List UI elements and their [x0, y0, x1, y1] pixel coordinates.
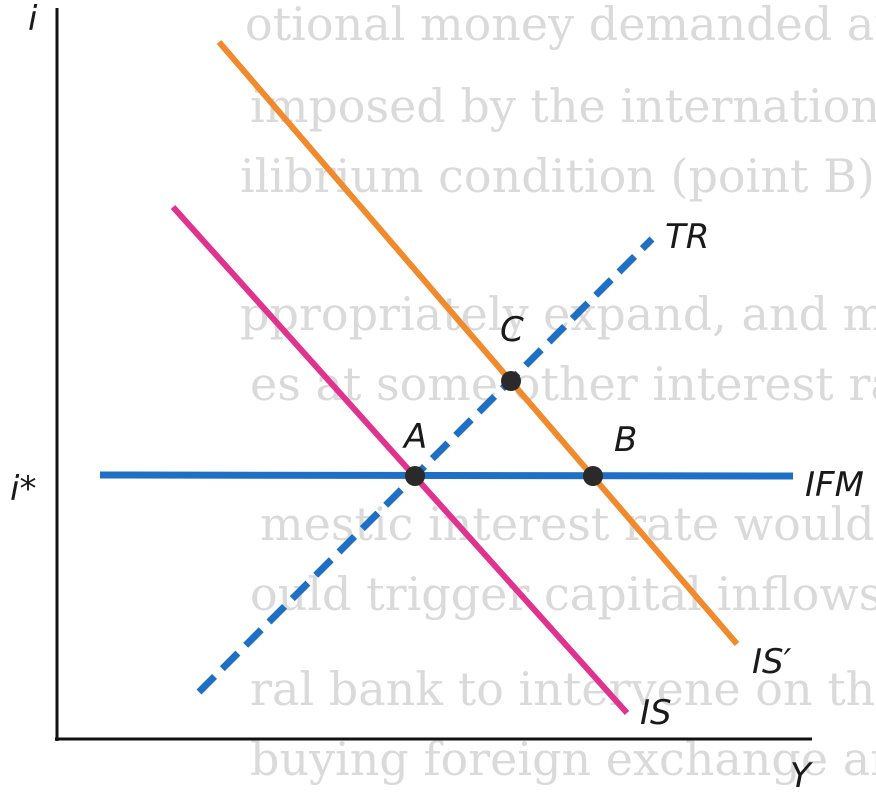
point-b-dot — [583, 466, 603, 486]
background-page-text: otional money demanded at the going impo… — [240, 0, 876, 786]
x-axis-label: Y — [790, 756, 813, 794]
point-c-label: C — [500, 310, 524, 350]
bg-line-2: imposed by the international financia — [250, 79, 876, 133]
point-b-label: B — [614, 420, 637, 460]
is-curve — [170, 204, 630, 716]
tr-label: TR — [665, 217, 709, 257]
bg-line-8: ral bank to intervene on the foreign exc — [250, 662, 876, 716]
is-prime-curve — [216, 40, 740, 646]
tr-curve — [196, 236, 655, 695]
is-prime-label: IS′ — [752, 642, 792, 682]
bg-line-1: otional money demanded at the going — [245, 0, 876, 51]
is-label: IS — [640, 693, 672, 733]
point-c-dot — [501, 371, 521, 391]
point-a-dot — [405, 466, 425, 486]
bg-line-5: es at some other interest rate (i > i*),… — [250, 357, 876, 411]
y-axis-label: i — [28, 0, 38, 39]
bg-line-9: buying foreign exchange and payin — [250, 732, 876, 786]
point-a-label: A — [402, 417, 427, 457]
ifm-label: IFM — [805, 465, 864, 505]
ifm-line — [99, 471, 794, 480]
i-star-label: i* — [10, 469, 36, 509]
bg-line-7: ould trigger capital inflows, which woul… — [250, 567, 876, 621]
